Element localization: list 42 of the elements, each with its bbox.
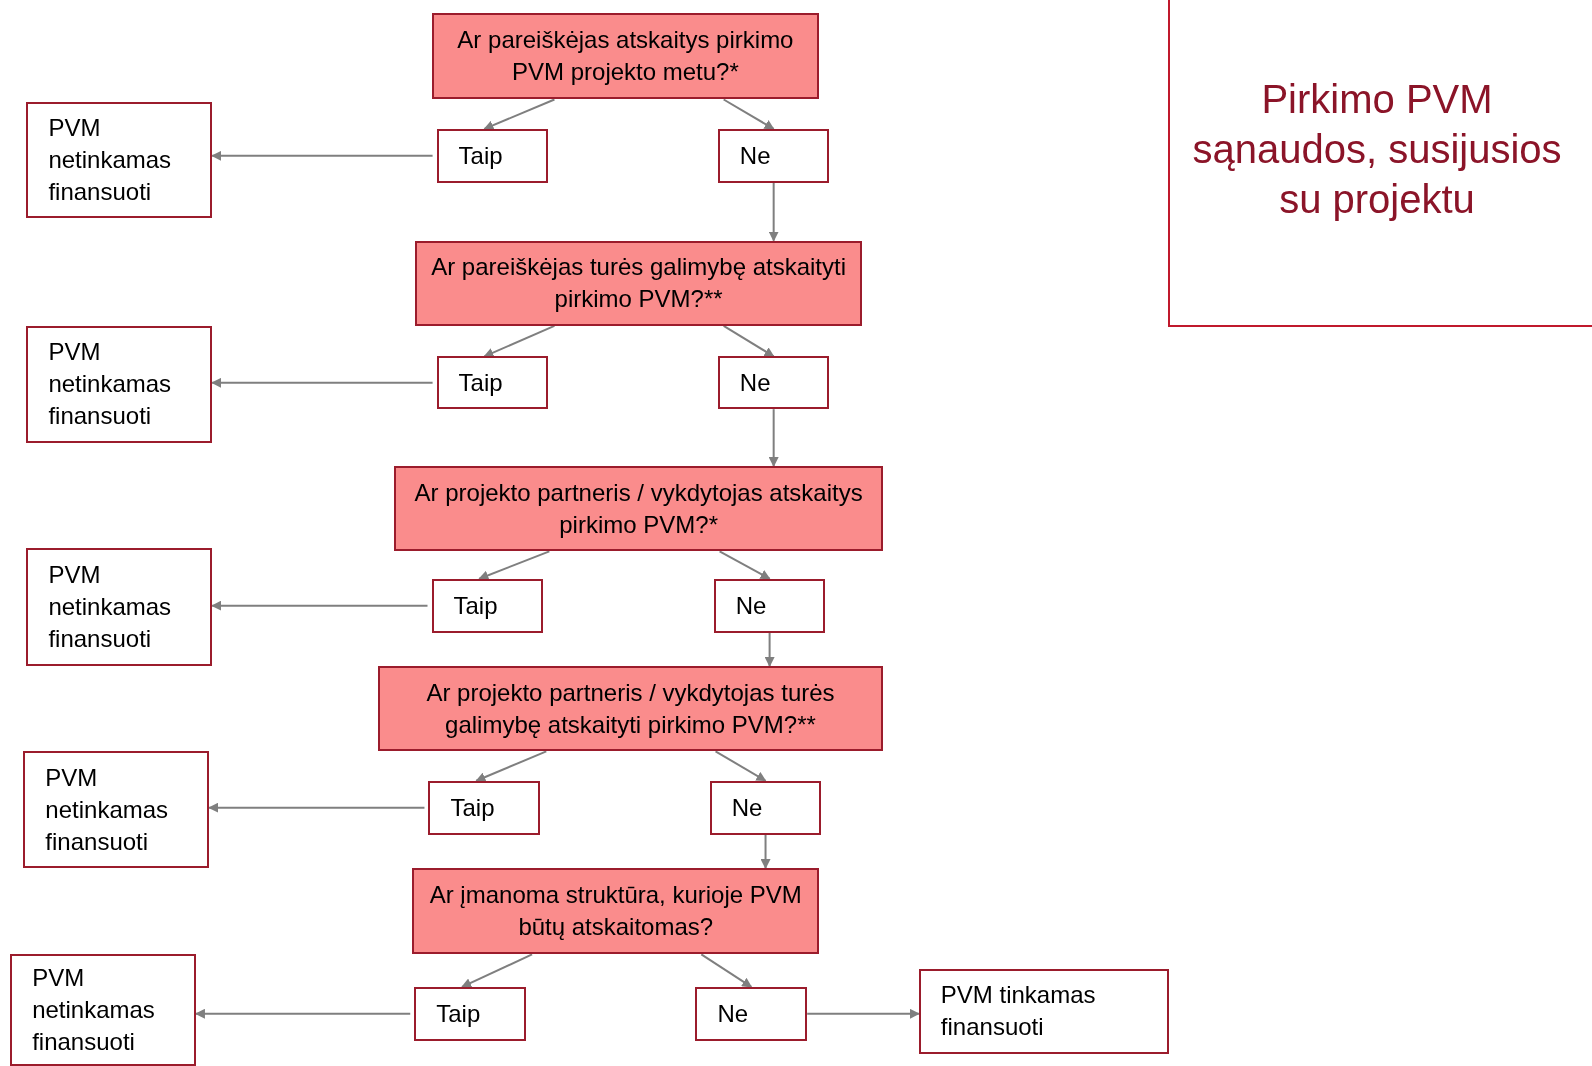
arrow [483,98,556,131]
answer-box: Ne [709,780,822,835]
question-box: Ar įmanoma struktūra, kurioje PVM būtų atskaitomas? [412,868,820,955]
answer-box: Ne [713,578,826,633]
arrow [478,550,551,581]
arrow [700,953,753,988]
arrow [211,600,429,611]
outcome-box: PVM netinkamas finansuoti [26,325,213,443]
answer-box: Ne [717,356,830,410]
answer-box: Ne [717,128,830,183]
arrow [722,98,775,130]
answer-box: Taip [436,356,549,410]
outcome-box: PVM netinkamas finansuoti [10,954,196,1066]
answer-box: Taip [428,780,541,835]
arrow [768,181,779,242]
arrow [461,953,534,988]
arrow [764,631,775,668]
answer-box: Taip [436,128,549,183]
title: Pirkimo PVM sąnaudos, susijusios su projektu [1191,75,1563,223]
arrow [768,408,779,468]
outcome-box: PVM tinkamas finansuoti [918,968,1169,1054]
arrow [722,324,775,358]
arrow [483,324,556,358]
arrow [760,833,771,870]
answer-box: Taip [414,986,526,1041]
question-box: Ar pareiškėjas turės galimybę atskaityti pirkimo PVM?** [415,240,862,326]
question-box: Ar projekto partneris / vykdytojas atskaitys pirkimo PVM?* [393,466,884,552]
outcome-box: PVM netinkamas finansuoti [23,751,210,869]
arrow [211,150,434,161]
arrow [211,377,434,388]
arrow [714,750,767,782]
arrow [208,802,426,813]
question-box: Ar projekto partneris / vykdytojas turės galimybę atskaityti pirkimo PVM?** [377,666,884,752]
question-box: Ar pareiškėjas atskaitys pirkimo PVM projekto metu?* [431,13,820,100]
arrow [718,550,771,580]
arrow [806,1008,920,1019]
arrow [194,1008,412,1019]
outcome-box: PVM netinkamas finansuoti [26,548,213,666]
answer-box: Ne [695,986,808,1041]
arrow [475,750,548,782]
outcome-box: PVM netinkamas finansuoti [26,101,213,219]
answer-box: Taip [431,578,544,633]
